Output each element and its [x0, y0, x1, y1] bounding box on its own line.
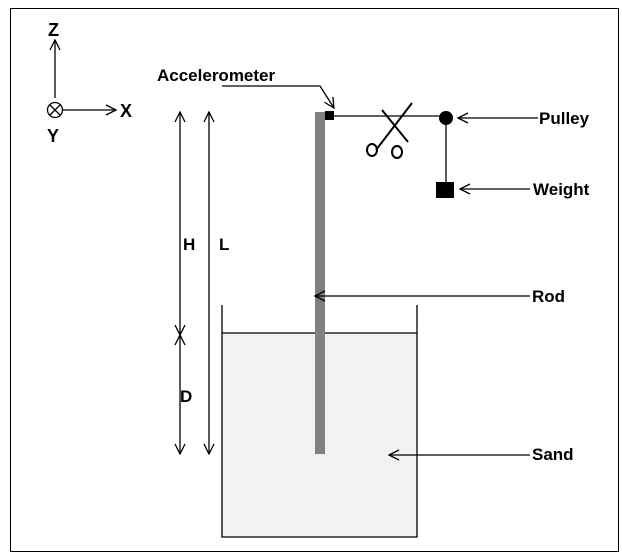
y-axis-label: Y	[47, 126, 59, 146]
container-walls	[221, 305, 418, 538]
accelerometer-sensor	[325, 111, 334, 120]
d-label: D	[180, 387, 192, 406]
scissors-icon	[366, 102, 413, 159]
rod-label: Rod	[532, 287, 565, 306]
accelerometer-label: Accelerometer	[157, 66, 276, 85]
coordinate-axes: Z X Y	[46, 20, 132, 146]
rod	[315, 112, 325, 454]
accelerometer-leader	[222, 85, 334, 108]
h-label: H	[183, 235, 195, 254]
l-label: L	[219, 235, 229, 254]
weight-label: Weight	[533, 180, 590, 199]
z-axis-label: Z	[48, 20, 59, 40]
y-axis-into-page-icon	[46, 101, 64, 119]
sand-label: Sand	[532, 445, 574, 464]
weight-block	[436, 182, 454, 198]
pulley-label: Pulley	[539, 109, 590, 128]
figure-border	[10, 8, 619, 552]
x-axis-label: X	[120, 101, 132, 121]
